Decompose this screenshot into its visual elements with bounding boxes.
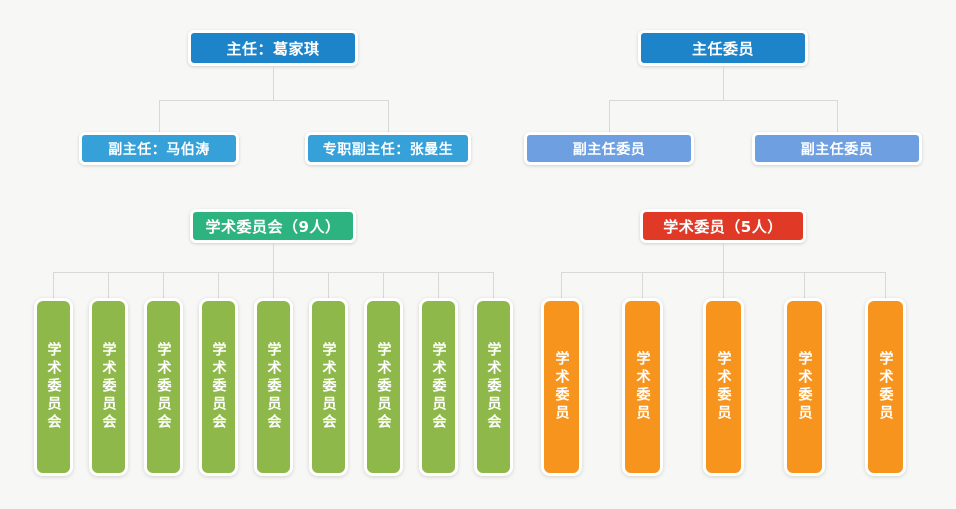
left-committee-drop [273,272,274,298]
leaf-label: 学术委员 [715,351,732,423]
leaf-label: 学术委员 [634,351,651,423]
list-item[interactable]: 学术委员会 [144,298,183,476]
left-committee-stem [273,243,274,272]
right-tree-drop-2 [837,100,838,132]
right-committee-drop [642,272,643,298]
right-committee-stem [723,243,724,272]
list-item[interactable]: 学术委员会 [364,298,403,476]
list-item[interactable]: 学术委员 [622,298,663,476]
list-item[interactable]: 学术委员 [784,298,825,476]
left-committee-drop [493,272,494,298]
right-tree-child-1-node[interactable]: 副主任委员 [524,132,694,165]
list-item[interactable]: 学术委员会 [89,298,128,476]
left-tree-root-node[interactable]: 主任：葛家琪 [188,30,358,66]
right-committee-drop [804,272,805,298]
right-committee-drop [885,272,886,298]
leaf-label: 学术委员会 [210,342,227,432]
right-tree-drop-1 [609,100,610,132]
right-committee-header-node[interactable]: 学术委员（5人） [640,209,806,243]
left-committee-drop [328,272,329,298]
leaf-label: 学术委员 [877,351,894,423]
right-tree-root-node[interactable]: 主任委员 [638,30,808,66]
left-tree-drop-2 [388,100,389,132]
right-committee-drop [723,272,724,298]
list-item[interactable]: 学术委员会 [199,298,238,476]
list-item[interactable]: 学术委员会 [309,298,348,476]
right-committee-drop [561,272,562,298]
left-committee-header-node[interactable]: 学术委员会（9人） [190,209,356,243]
leaf-label: 学术委员会 [265,342,282,432]
left-tree-child-1-node[interactable]: 副主任：马伯涛 [79,132,239,165]
list-item[interactable]: 学术委员会 [474,298,513,476]
leaf-label: 学术委员会 [45,342,62,432]
list-item[interactable]: 学术委员会 [419,298,458,476]
leaf-label: 学术委员会 [430,342,447,432]
leaf-label: 学术委员会 [155,342,172,432]
leaf-label: 学术委员会 [485,342,502,432]
leaf-label: 学术委员会 [320,342,337,432]
right-tree-child-2-node[interactable]: 副主任委员 [752,132,922,165]
left-tree-bus [159,100,388,101]
leaf-label: 学术委员 [553,351,570,423]
list-item[interactable]: 学术委员会 [34,298,73,476]
left-tree-drop-1 [159,100,160,132]
left-committee-drop [108,272,109,298]
list-item[interactable]: 学术委员 [865,298,906,476]
left-committee-drop [163,272,164,298]
leaf-label: 学术委员 [796,351,813,423]
list-item[interactable]: 学术委员会 [254,298,293,476]
right-tree-bus [609,100,837,101]
leaf-label: 学术委员会 [375,342,392,432]
left-committee-drop [218,272,219,298]
left-tree-root-stem [273,66,274,100]
left-tree-child-2-node[interactable]: 专职副主任：张曼生 [305,132,471,165]
list-item[interactable]: 学术委员 [703,298,744,476]
right-tree-root-stem [723,66,724,100]
left-committee-drop [438,272,439,298]
leaf-label: 学术委员会 [100,342,117,432]
left-committee-drop [383,272,384,298]
left-committee-drop [53,272,54,298]
list-item[interactable]: 学术委员 [541,298,582,476]
